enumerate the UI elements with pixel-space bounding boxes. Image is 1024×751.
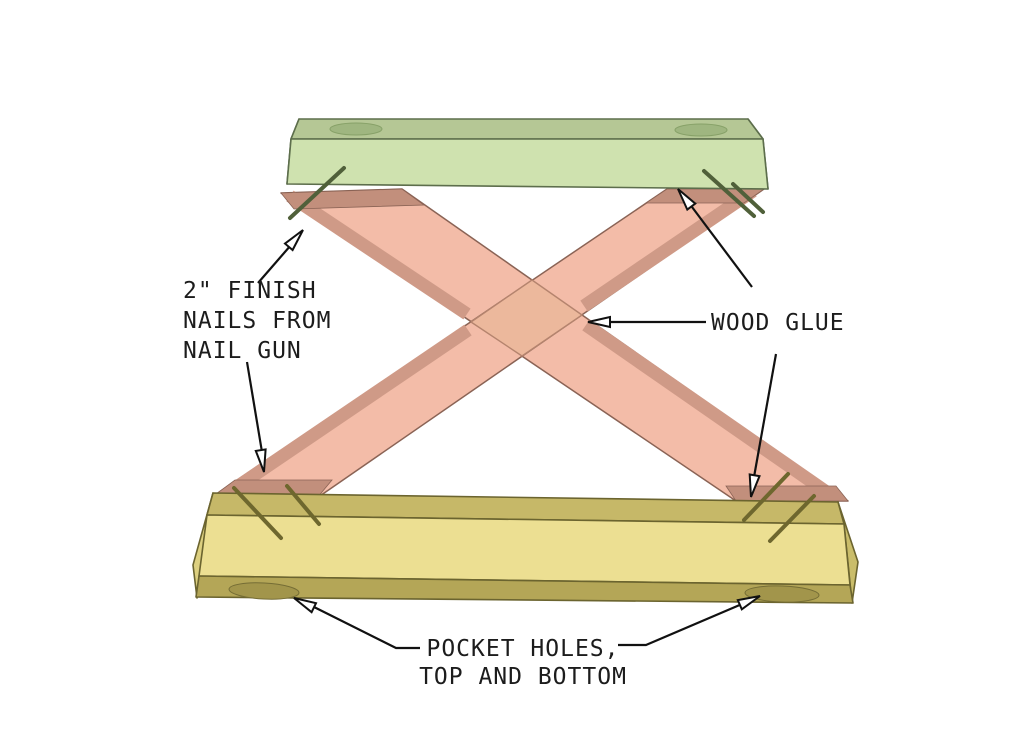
pocket-hole-bottom-left xyxy=(228,582,300,600)
arrowhead-wood-glue-lower xyxy=(748,473,761,498)
top-rail-front-face xyxy=(286,138,769,190)
nail-top-right-1 xyxy=(702,169,756,218)
arrowhead-nails-upper xyxy=(283,229,304,252)
leader-wood-glue-upper xyxy=(691,206,753,288)
leader-nails-upper xyxy=(257,244,292,284)
leader-pocket-right xyxy=(618,602,743,647)
arrowhead-nails-lower xyxy=(254,448,267,473)
pocket-hole-top-right xyxy=(674,123,728,137)
nail-bottom-left-2 xyxy=(285,484,321,526)
bottom-rail-front-face xyxy=(198,514,851,586)
pocket-hole-bottom-right xyxy=(744,585,820,603)
half-lap-joint xyxy=(470,279,583,357)
leader-pocket-left xyxy=(311,605,420,650)
x-brace-a-edge-band-bottom xyxy=(582,319,842,506)
pocket-hole-top-left xyxy=(329,122,383,136)
bottom-rail-bottom-face xyxy=(195,575,854,604)
x-brace-a-bottom-shadow xyxy=(725,485,849,502)
x-brace-b-edge-band-top xyxy=(580,185,757,312)
x-brace-a-edge-band-top xyxy=(286,190,471,320)
nail-top-left xyxy=(288,166,346,220)
nail-bottom-right-2 xyxy=(768,494,816,543)
nail-bottom-right-1 xyxy=(742,472,790,522)
nail-top-right-2 xyxy=(731,182,765,214)
label-pocket-holes-line2: TOP AND BOTTOM xyxy=(419,664,627,690)
leader-nails-lower xyxy=(245,361,264,453)
label-wood-glue: WOOD GLUE xyxy=(711,310,845,336)
label-finish-nails-line2: NAILS FROM xyxy=(183,308,331,334)
arrowhead-pocket-right xyxy=(736,595,761,611)
nail-bottom-left-1 xyxy=(232,486,283,540)
label-pocket-holes-line1: POCKET HOLES, xyxy=(426,636,619,662)
arrowhead-pocket-left xyxy=(293,597,318,614)
leader-wood-glue-lower xyxy=(752,353,778,478)
label-finish-nails-line3: NAIL GUN xyxy=(183,338,302,364)
arrowhead-wood-glue-upper xyxy=(677,188,697,212)
arrowhead-wood-glue-center xyxy=(587,315,611,329)
label-finish-nails-line1: 2" FINISH xyxy=(183,278,317,304)
